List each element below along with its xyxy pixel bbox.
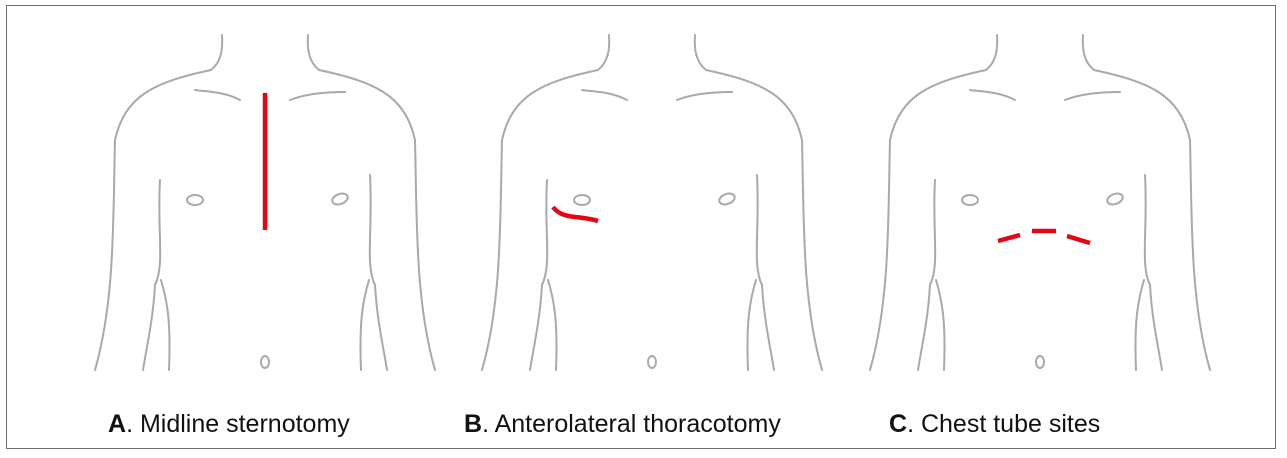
incision-thoracotomy bbox=[553, 207, 598, 221]
caption-b: B. Anterolateral thoracotomy bbox=[464, 410, 781, 439]
caption-a: A. Midline sternotomy bbox=[108, 410, 350, 439]
incision-chest-tube-sites bbox=[998, 231, 1090, 243]
caption-c: C. Chest tube sites bbox=[889, 410, 1100, 439]
torso-c bbox=[870, 35, 1210, 370]
torso-b bbox=[482, 35, 822, 370]
